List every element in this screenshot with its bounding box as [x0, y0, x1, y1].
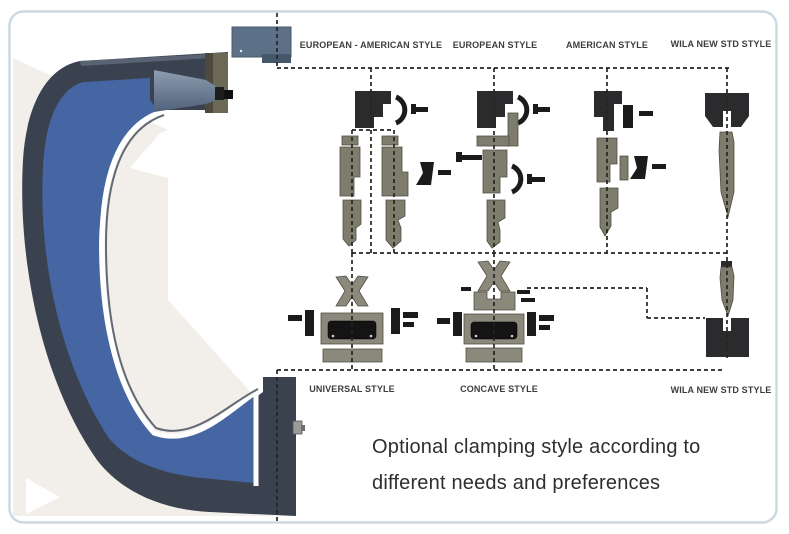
bolt-shaft-icon [461, 287, 471, 291]
bolt-shaft-icon [517, 290, 530, 294]
adapter-right-icon [381, 146, 409, 197]
bolt-shaft-icon [639, 111, 653, 116]
adapter-icon [482, 149, 508, 194]
label-wila-new-std-style-bottom: WILA NEW STD STYLE [671, 385, 772, 395]
bolt-head-icon [456, 152, 462, 162]
bolt-shaft-icon [652, 164, 666, 169]
label-european-style: EUROPEAN STYLE [453, 40, 538, 50]
side-bar-icon [507, 112, 519, 147]
punch-holder-icon [594, 91, 622, 131]
bolt-head-icon [533, 104, 538, 114]
side-bar-icon [619, 155, 629, 181]
bolt-shaft-icon [288, 315, 302, 321]
bolt-shaft-icon [539, 315, 554, 321]
press-brake-machine [22, 52, 305, 516]
adapter-tab-icon [341, 135, 359, 146]
punch-tip-gooseneck-icon [385, 199, 406, 249]
clamp-bar-icon [305, 310, 314, 336]
punch-tip-icon [486, 199, 506, 249]
concave-die-holder-icon [473, 291, 516, 311]
bolt-shaft-icon [521, 298, 535, 302]
bolt-shaft-icon [403, 312, 418, 318]
bolt-shaft-icon [539, 325, 550, 330]
tool-clamp-bolt-icon [215, 87, 224, 100]
machine-frame-bevel [80, 53, 228, 66]
backdrop-highlight [130, 130, 168, 178]
clamp-bar-icon [453, 312, 462, 336]
bolt-shaft-icon [462, 155, 482, 160]
clamp-bracket-icon [623, 105, 633, 128]
ram-block-body [231, 26, 292, 58]
label-universal-style: UNIVERSAL STYLE [309, 384, 395, 394]
column-european-style [456, 91, 550, 249]
clamp-arc-icon [394, 94, 408, 126]
bolt-head-icon [411, 104, 416, 114]
label-american-style: AMERICAN STYLE [566, 40, 648, 50]
bolt-shaft-icon [416, 107, 428, 112]
label-concave-style: CONCAVE STYLE [460, 384, 538, 394]
die-column-bolt-stem [301, 425, 305, 431]
slot-pin [474, 334, 478, 338]
ram-nose-wedge [154, 70, 217, 112]
clamp-lever-icon [416, 162, 434, 185]
bolt-shaft-icon [532, 177, 545, 182]
bolt-shaft-icon [438, 170, 451, 175]
clamp-bar-icon [391, 308, 400, 334]
clamp-arc-icon [516, 94, 530, 126]
slot-pin [331, 334, 335, 338]
punch-holder-icon [355, 91, 391, 128]
adapter-left-icon [339, 146, 361, 197]
die-column-bolt-icon [292, 420, 303, 435]
machine-inner-lip [104, 114, 259, 432]
slot-pin [510, 334, 514, 338]
ram-block-dot [239, 49, 243, 53]
slot-pin [369, 334, 373, 338]
machine-blue-core [42, 78, 254, 483]
backdrop-chevron [26, 478, 60, 514]
dashed-guide-lines [276, 13, 731, 521]
clamp-lever-icon [630, 156, 648, 179]
clamp-bar-icon [527, 312, 536, 336]
bolt-shaft-icon [403, 322, 414, 327]
punch-holder-icon [477, 91, 513, 128]
clamp-arc-icon [510, 163, 524, 195]
punch-tip-icon [599, 187, 619, 237]
caption-line-2: different needs and preferences [372, 472, 660, 494]
column-american-style [594, 91, 666, 237]
spacer-bar-icon [476, 135, 510, 147]
bolt-shaft-icon [437, 318, 450, 324]
bolt-shaft-icon [538, 107, 550, 112]
adapter-tab-icon [381, 135, 399, 146]
label-wila-new-std-style-top: WILA NEW STD STYLE [671, 39, 772, 49]
bolt-head-icon [527, 174, 532, 184]
tool-clamp-bolt-head-icon [224, 90, 233, 99]
label-european-american-style: EUROPEAN - AMERICAN STYLE [300, 40, 442, 50]
caption-line-1: Optional clamping style according to [372, 436, 700, 458]
die-blade-icon [719, 266, 735, 318]
